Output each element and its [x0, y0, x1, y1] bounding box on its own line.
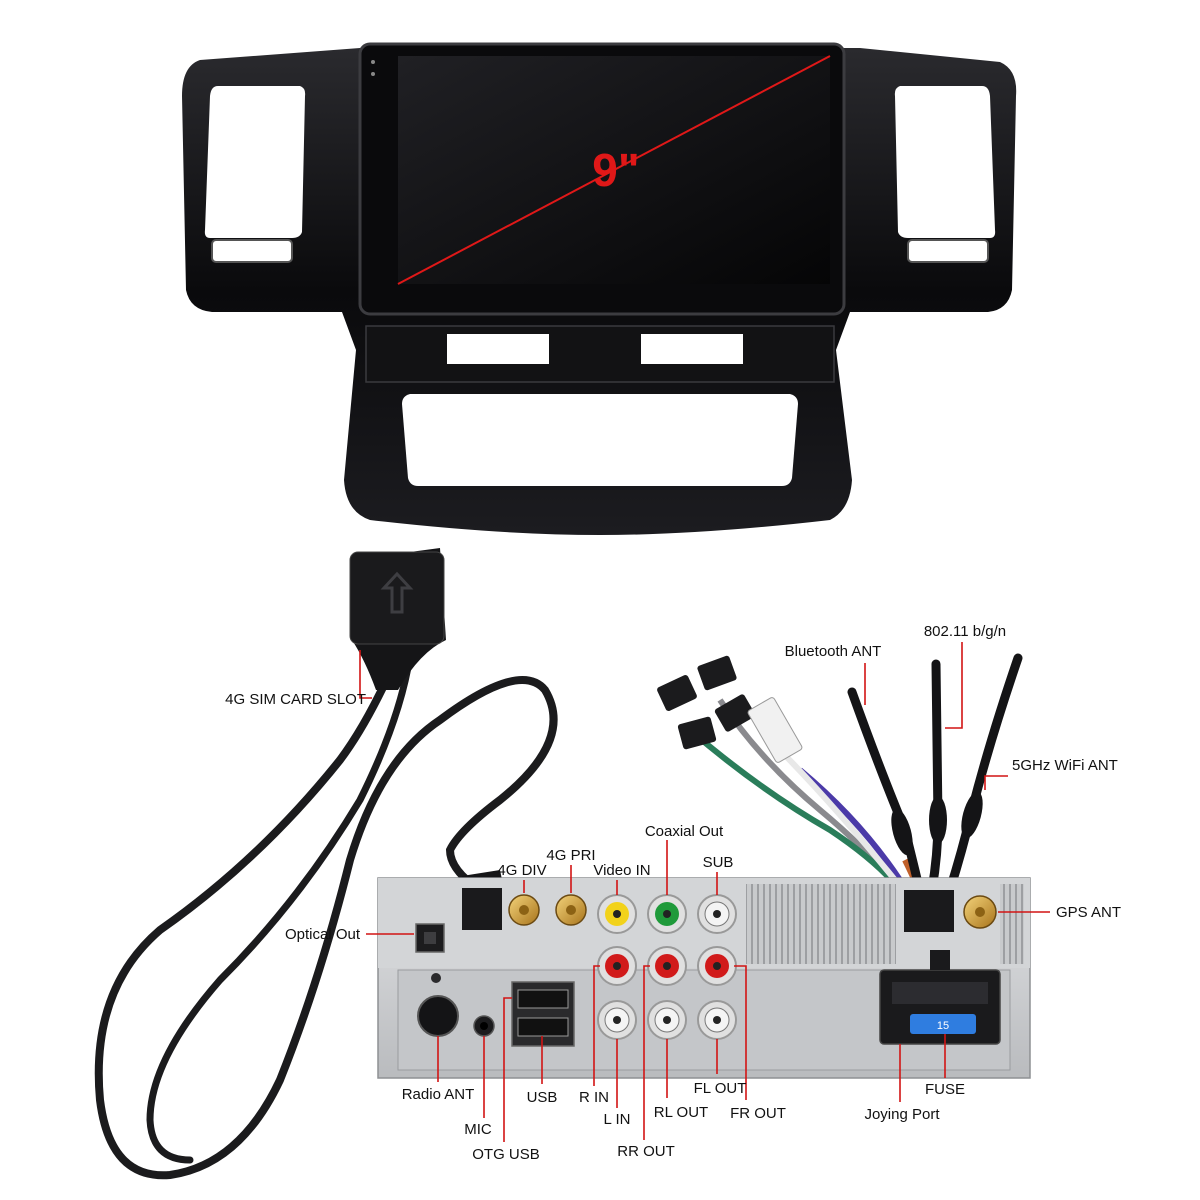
center-button-left: [447, 334, 549, 364]
label-4g-pri: 4G PRI: [546, 847, 595, 864]
center-button-right: [641, 334, 743, 364]
harness-connector-1: [657, 675, 697, 711]
harness-connector-4: [714, 694, 756, 732]
5ghz-antenna: [940, 653, 1023, 910]
label-r-in: R IN: [579, 1089, 609, 1106]
leader-sim-slot: [359, 650, 372, 699]
lower-panel: [365, 325, 835, 383]
fuse-rating: 15: [937, 1020, 949, 1032]
label-sim-slot: 4G SIM CARD SLOT: [225, 691, 366, 708]
can-out-tag: [747, 697, 803, 763]
4g-pri-pin: [566, 905, 576, 915]
otg-usb-port: [517, 989, 569, 1009]
video-in-pin: [613, 910, 621, 918]
radio-ant-port: [417, 995, 459, 1037]
joying-port-pins: [892, 982, 988, 1004]
r-in-pin: [613, 962, 621, 970]
joying-port-notch: [930, 950, 950, 970]
label-optical-out: Optical Out: [285, 926, 361, 943]
l-in-pin: [613, 1016, 621, 1024]
vent-grille-top: [746, 884, 896, 964]
fuse-holder: [910, 1014, 976, 1034]
sim-card-cable: [94, 548, 558, 1180]
label-fl-out: FL OUT: [694, 1080, 747, 1097]
right-vent-opening: [894, 86, 996, 238]
fr-out-pin: [713, 962, 721, 970]
label-joying-port: Joying Port: [864, 1106, 940, 1123]
wifi-antenna: [925, 659, 943, 905]
sim-insert-arrow-icon: [380, 571, 414, 614]
antenna-bulge-2: [929, 796, 947, 844]
rr-out-pin: [663, 962, 671, 970]
label-rr-out: RR OUT: [617, 1143, 675, 1160]
sim-slot-body: [349, 551, 445, 645]
screen-indicator: [371, 72, 375, 76]
label-sub: SUB: [703, 854, 734, 871]
optical-out-inner: [424, 932, 436, 944]
label-rl-out: RL OUT: [654, 1104, 708, 1121]
coaxial-out-pin: [663, 910, 671, 918]
climate-panel-opening: [402, 394, 798, 486]
antenna-bulge-1: [891, 808, 913, 856]
label-mic: MIC: [464, 1121, 492, 1138]
gps-ant-pin: [975, 907, 985, 917]
antenna-bulge-3: [961, 791, 983, 839]
vent-grille-right: [1000, 884, 1024, 964]
sim-cable-wire: [94, 646, 558, 1180]
sim-connector-port: [462, 888, 502, 930]
label-coaxial-out: Coaxial Out: [645, 823, 724, 840]
leader-r-in: [593, 965, 600, 1086]
sim-cable-wire-2: [146, 652, 414, 1164]
sub-pin: [713, 910, 721, 918]
label-gps-ant: GPS ANT: [1056, 904, 1121, 921]
label-usb: USB: [527, 1089, 558, 1106]
touch-screen: 9": [358, 42, 846, 316]
screen-sensor: [371, 60, 375, 64]
screen-size-label: 9": [592, 144, 639, 196]
callout-labels: 4G SIM CARD SLOT Bluetooth ANT 802.11 b/…: [225, 623, 1121, 1163]
harness-plug: [904, 890, 954, 932]
label-bluetooth-ant: Bluetooth ANT: [785, 643, 882, 660]
label-4g-div: 4G DIV: [497, 862, 546, 879]
leader-lines: [359, 642, 1050, 1142]
leader-wifi: [945, 642, 963, 729]
usb-port: [517, 1017, 569, 1037]
label-video-in: Video IN: [593, 862, 650, 879]
label-fr-out: FR OUT: [730, 1105, 786, 1122]
rear-chassis: 15: [377, 877, 1031, 1079]
screen-diagonal: [397, 55, 831, 285]
label-otg-usb: OTG USB: [472, 1146, 540, 1163]
right-vent-slot: [907, 239, 989, 263]
harness-connector-3: [677, 716, 717, 750]
label-fuse: FUSE: [925, 1081, 965, 1098]
left-vent-opening: [204, 86, 306, 238]
label-80211: 802.11 b/g/n: [924, 623, 1006, 640]
label-l-in: L IN: [604, 1111, 631, 1128]
leader-rr-out: [643, 965, 650, 1140]
mic-hole: [480, 1022, 488, 1030]
4g-div-pin: [519, 905, 529, 915]
fl-out-pin: [713, 1016, 721, 1024]
left-vent-slot: [211, 239, 293, 263]
label-radio-ant: Radio ANT: [402, 1086, 475, 1103]
leader-5ghz: [984, 775, 1008, 790]
radio-ant-screw: [431, 973, 441, 983]
leader-otg: [503, 997, 512, 1142]
label-5ghz-wifi: 5GHz WiFi ANT: [1012, 757, 1118, 774]
leader-fr-out: [734, 965, 747, 1100]
harness-connector-2: [697, 655, 737, 691]
rl-out-pin: [663, 1016, 671, 1024]
